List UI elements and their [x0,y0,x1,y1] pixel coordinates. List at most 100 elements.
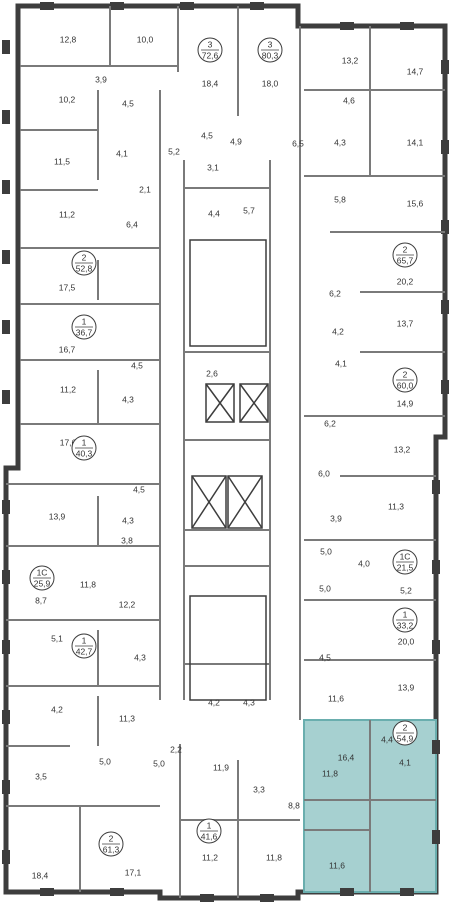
room-area-label: 3,1 [207,162,219,172]
room-area-label: 4,3 [122,394,134,404]
room-area-label: 14,1 [407,137,424,147]
unit-badge[interactable]: 254,9 [392,720,418,746]
unit-room-count: 2 [109,833,114,843]
room-area-label: 20,0 [398,636,415,646]
room-area-label: 6,5 [292,138,304,148]
room-area-label: 11,3 [388,501,404,511]
room-area-label: 4,2 [208,697,220,707]
unit-room-count: 3 [208,39,213,49]
unit-room-count: 1С [400,551,411,561]
room-area-label: 5,2 [400,585,412,595]
unit-room-count: 2 [82,252,87,262]
room-area-label: 6,0 [318,468,330,478]
room-area-label: 4,5 [133,484,145,494]
room-area-label: 4,1 [335,358,347,368]
room-area-label: 4,5 [201,130,213,140]
unit-total-area: 72,6 [202,50,219,60]
room-area-label: 13,2 [394,444,411,454]
room-area-label: 4,9 [230,136,242,146]
unit-badge[interactable]: 252,8 [71,250,97,276]
room-area-label: 11,2 [59,209,75,219]
room-area-label: 4,5 [122,98,134,108]
room-area-label: 5,7 [243,205,255,215]
room-area-label: 6,4 [126,219,138,229]
room-area-label: 3,5 [35,771,47,781]
room-area-label: 5,2 [168,146,180,156]
unit-total-area: 65,7 [397,255,414,265]
unit-total-area: 21,5 [397,562,414,572]
stair-and-lift-core [189,239,269,701]
unit-badge[interactable]: 140,3 [71,435,97,461]
room-area-label: 12,2 [119,599,136,609]
room-area-label: 18,0 [262,78,279,88]
room-area-label: 3,3 [253,784,265,794]
apartment-badges: 372,6380,3252,8265,7136,7260,0140,31С25,… [29,37,418,857]
room-area-label: 3,9 [95,74,107,84]
unit-total-area: 36,7 [76,327,93,337]
unit-total-area: 40,3 [76,448,93,458]
room-area-label: 13,9 [398,682,415,692]
unit-total-area: 54,9 [397,733,414,743]
unit-total-area: 33,2 [397,620,414,630]
room-area-label: 11,5 [54,156,70,166]
room-area-label: 12,8 [60,34,77,44]
unit-badge[interactable]: 260,0 [392,367,418,393]
room-area-label: 14,7 [407,66,424,76]
room-area-label: 4,1 [116,148,128,158]
unit-badge[interactable]: 142,7 [71,633,97,659]
room-area-label: 5,0 [320,546,332,556]
room-area-label: 5,1 [51,633,63,643]
room-area-label: 6,2 [324,418,336,428]
room-area-label: 3,8 [121,535,133,545]
room-area-label: 18,4 [32,870,49,880]
unit-badge[interactable]: 133,2 [392,607,418,633]
room-area-label: 5,0 [153,758,165,768]
room-area-label: 4,2 [332,326,344,336]
room-area-label: 11,2 [60,384,76,394]
room-area-label: 17,1 [125,867,142,877]
room-area-label: 17,5 [59,282,76,292]
room-area-label: 18,4 [202,78,219,88]
unit-room-count: 2 [403,722,408,732]
room-area-label: 2,6 [206,368,218,378]
room-area-label: 5,0 [99,756,111,766]
unit-badge[interactable]: 372,6 [197,37,223,63]
unit-badge[interactable]: 141,6 [196,818,222,844]
unit-badge[interactable]: 136,7 [71,314,97,340]
room-area-label: 14,9 [397,398,414,408]
room-area-label: 4,2 [51,704,63,714]
unit-badge[interactable]: 380,3 [257,37,283,63]
room-area-label: 8,8 [288,800,300,810]
room-area-label: 4,4 [208,208,220,218]
room-area-label: 11,8 [266,852,282,862]
room-area-label: 11,8 [80,579,96,589]
unit-room-count: 1С [37,567,48,577]
unit-room-count: 2 [403,244,408,254]
room-area-label: 13,7 [397,318,414,328]
unit-room-count: 1 [207,820,212,830]
room-area-label: 10,2 [59,94,76,104]
unit-badge[interactable]: 265,7 [392,242,418,268]
room-area-label: 5,0 [319,583,331,593]
unit-room-count: 1 [82,316,87,326]
room-area-label: 10,0 [137,34,154,44]
room-area-label: 8,7 [35,595,47,605]
room-area-label: 15,6 [407,198,424,208]
room-area-label: 16,7 [59,344,76,354]
interior-walls [6,6,445,898]
room-area-label: 11,9 [213,762,229,772]
room-area-label: 4,0 [358,558,370,568]
unit-room-count: 1 [82,635,87,645]
room-area-label: 4,3 [334,137,346,147]
room-area-label: 4,5 [131,360,143,370]
unit-total-area: 25,9 [34,578,51,588]
room-area-label: 5,8 [334,194,346,204]
room-area-label: 11,3 [119,713,135,723]
unit-room-count: 1 [403,609,408,619]
room-area-label: 11,6 [328,693,344,703]
unit-badge[interactable]: 261,3 [98,831,124,857]
unit-total-area: 41,6 [201,831,218,841]
